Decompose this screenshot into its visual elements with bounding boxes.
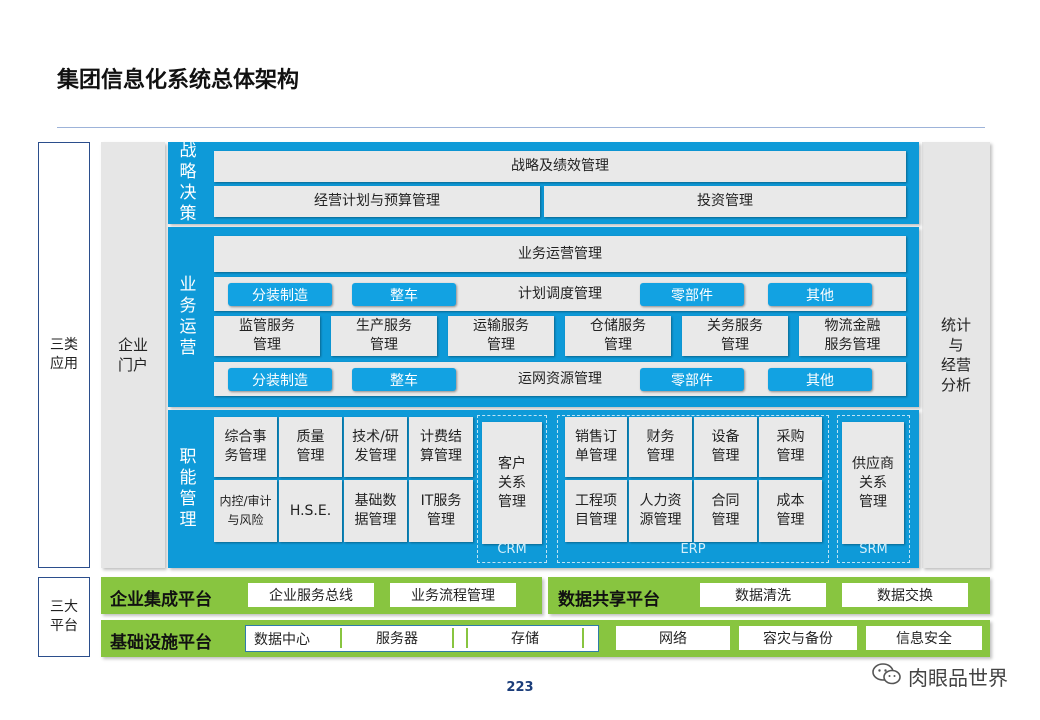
title-divider [57, 127, 985, 128]
data-platform-title: 数据共享平台 [558, 590, 660, 610]
internal-control-risk: 内控/审计 与风险 [214, 480, 277, 542]
datacenter-group: 数据中心 服务器 存储 [245, 625, 599, 652]
srm-group [837, 415, 910, 563]
strategy-label: 战略决策 [179, 141, 197, 224]
business-label: 业务运营 [179, 275, 197, 358]
cost-mgmt: 成本 管理 [759, 480, 822, 542]
stats-analysis: 统计 与 经营 分析 [922, 142, 990, 568]
network: 网络 [616, 626, 730, 650]
customs-service-mgmt: 关务服务 管理 [682, 316, 788, 356]
page-title: 集团信息化系统总体架构 [57, 68, 300, 93]
data-exchange: 数据交换 [842, 583, 968, 607]
integration-platform: 企业集成平台 企业服务总线 业务流程管理 [101, 577, 542, 614]
pill-vehicle: 整车 [352, 283, 456, 306]
three-platforms-label: 三大 平台 [38, 577, 90, 657]
bpm: 业务流程管理 [390, 583, 516, 607]
hr-mgmt: 人力资 源管理 [629, 480, 692, 542]
page-number: 223 [506, 680, 534, 695]
erp-tag: ERP [680, 542, 706, 557]
it-service-mgmt: IT服务 管理 [409, 480, 473, 542]
hse: H.S.E. [279, 480, 342, 542]
logistics-finance-mgmt: 物流金融 服务管理 [799, 316, 906, 356]
wechat-icon [872, 662, 902, 691]
strategy-section: 战略决策 战略及绩效管理 经营计划与预算管理 投资管理 [168, 141, 919, 224]
business-section: 业务运营 业务运营管理 计划调度管理 分装制造 整车 零部件 其他 监管服务 管… [168, 227, 919, 407]
business-operations-mgmt: 业务运营管理 [214, 236, 906, 272]
billing-mgmt: 计费结 算管理 [409, 417, 473, 477]
functions-section: 职能管理 综合事 务管理 质量 管理 技术/研 发管理 计费结 算管理 内控/审… [168, 410, 919, 568]
production-service-mgmt: 生产服务 管理 [331, 316, 437, 356]
crm-tag: CRM [497, 542, 527, 557]
three-apps-label: 三类 应用 [38, 142, 90, 568]
pill-other-2: 其他 [768, 368, 872, 391]
srm-tag: SRM [859, 542, 888, 557]
pill-other: 其他 [768, 283, 872, 306]
servers: 服务器 [340, 628, 454, 648]
equipment-mgmt: 设备 管理 [694, 417, 757, 477]
pill-assembly: 分装制造 [228, 283, 332, 306]
network-resource-label: 运网资源管理 [518, 370, 602, 387]
crm-box: 客户 关系 管理 [482, 422, 542, 544]
watermark: 肉眼品世界 [872, 662, 1008, 691]
watermark-text: 肉眼品世界 [908, 666, 1008, 690]
esb: 企业服务总线 [248, 583, 374, 607]
pill-assembly-2: 分装制造 [228, 368, 332, 391]
storage: 存储 [466, 628, 584, 648]
pill-parts-2: 零部件 [640, 368, 744, 391]
infra-platform-title: 基础设施平台 [110, 633, 212, 653]
quality-mgmt: 质量 管理 [279, 417, 342, 477]
datacenter-label: 数据中心 [254, 632, 310, 648]
general-affairs-mgmt: 综合事 务管理 [214, 417, 277, 477]
pill-vehicle-2: 整车 [352, 368, 456, 391]
enterprise-portal: 企业 门户 [101, 142, 165, 568]
investment-mgmt: 投资管理 [544, 186, 906, 217]
strategy-performance-mgmt: 战略及绩效管理 [214, 151, 906, 182]
budget-planning-mgmt: 经营计划与预算管理 [214, 186, 540, 217]
contract-mgmt: 合同 管理 [694, 480, 757, 542]
dispatch-mgmt-label: 计划调度管理 [518, 285, 602, 302]
info-security: 信息安全 [866, 626, 982, 650]
pill-parts: 零部件 [640, 283, 744, 306]
crm-group [477, 415, 547, 563]
infra-platform: 基础设施平台 数据中心 服务器 存储 网络 容灾与备份 信息安全 [101, 620, 990, 657]
integration-platform-title: 企业集成平台 [110, 590, 212, 610]
master-data-mgmt: 基础数 据管理 [344, 480, 407, 542]
procurement-mgmt: 采购 管理 [759, 417, 822, 477]
rd-mgmt: 技术/研 发管理 [344, 417, 407, 477]
functions-label: 职能管理 [179, 447, 197, 530]
erp-group [557, 415, 829, 563]
data-cleansing: 数据清洗 [700, 583, 826, 607]
transport-service-mgmt: 运输服务 管理 [448, 316, 554, 356]
supervision-service-mgmt: 监管服务 管理 [214, 316, 320, 356]
data-platform: 数据共享平台 数据清洗 数据交换 [548, 577, 990, 614]
srm-box: 供应商 关系 管理 [842, 422, 904, 544]
finance-mgmt: 财务 管理 [629, 417, 692, 477]
disaster-recovery: 容灾与备份 [739, 626, 857, 650]
warehouse-service-mgmt: 仓储服务 管理 [565, 316, 671, 356]
project-mgmt: 工程项 目管理 [565, 480, 627, 542]
sales-order-mgmt: 销售订 单管理 [565, 417, 627, 477]
